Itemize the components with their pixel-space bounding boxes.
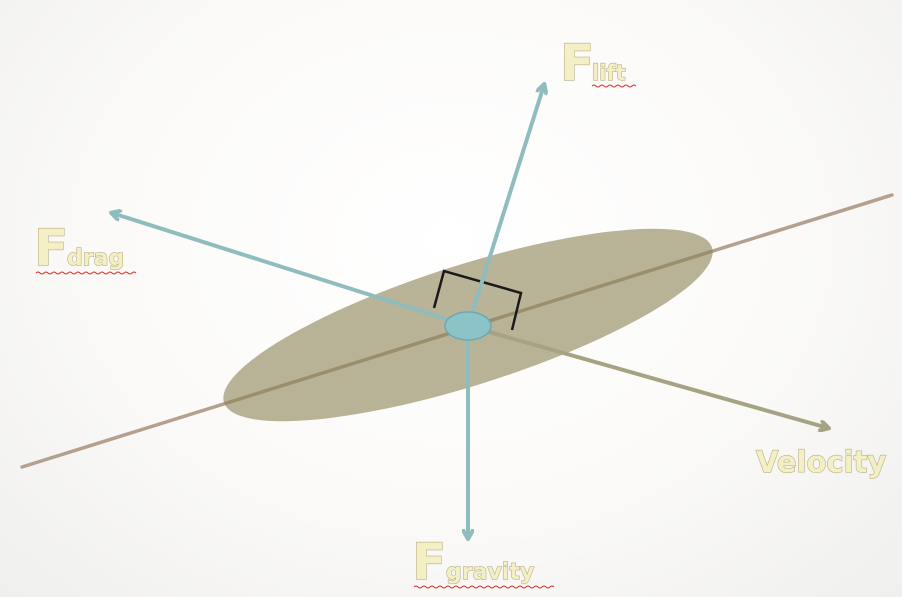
drag-arrow bbox=[112, 213, 469, 328]
lift-arrow bbox=[466, 85, 544, 327]
label-lift-main: F bbox=[560, 34, 594, 92]
spellcheck-underline bbox=[413, 585, 555, 589]
label-drag-main: F bbox=[34, 219, 68, 277]
velocity-arrow bbox=[467, 324, 828, 428]
label-lift-sub: lift bbox=[592, 61, 626, 85]
spellcheck-underline bbox=[591, 84, 637, 88]
center-node bbox=[444, 311, 492, 341]
spellcheck-underline bbox=[35, 271, 137, 275]
label-gravity-main: F bbox=[412, 533, 446, 591]
label-drag-sub: drag bbox=[67, 246, 124, 271]
label-gravity: F gravity bbox=[411, 532, 555, 592]
label-gravity-sub: gravity bbox=[446, 560, 534, 585]
label-velocity: Velocity bbox=[756, 445, 886, 479]
label-drag: F drag bbox=[33, 218, 137, 278]
label-lift: F lift bbox=[559, 33, 637, 93]
